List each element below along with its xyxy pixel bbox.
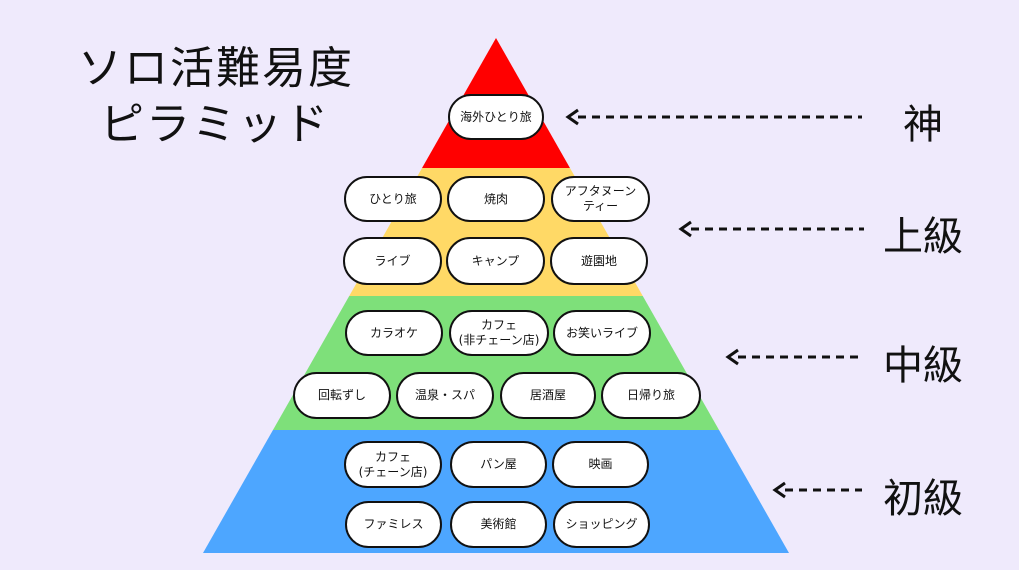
arrow-head-icon [725, 348, 739, 366]
activity-pill: 焼肉 [447, 176, 545, 222]
activity-pill: 遊園地 [550, 237, 648, 285]
activity-pill: 映画 [552, 441, 649, 488]
activity-pill: 温泉・スパ [396, 372, 494, 419]
arrow-head-icon [772, 481, 786, 499]
title-line-1: ソロ活難易度 [78, 43, 354, 94]
activity-pill: お笑いライブ [553, 310, 651, 356]
activity-pill: 美術館 [450, 501, 547, 548]
title-line-2: ピラミッド [100, 99, 330, 150]
activity-pill: パン屋 [450, 441, 547, 488]
level-label-god: 神 [903, 102, 943, 148]
arrow-head-icon [678, 220, 692, 238]
activity-pill: キャンプ [446, 237, 545, 285]
activity-pill: アフタヌーン ティー [551, 176, 650, 222]
activity-pill: ひとり旅 [344, 176, 442, 222]
activity-pill: ライブ [343, 237, 442, 285]
arrow-head-icon [565, 108, 579, 126]
activity-pill: 日帰り旅 [601, 372, 701, 419]
level-label-intermediate: 中級 [883, 343, 963, 389]
level-label-beginner: 初級 [883, 476, 963, 522]
activity-pill: 居酒屋 [500, 372, 596, 419]
activity-pill: カフェ (チェーン店) [344, 441, 442, 488]
activity-pill: カラオケ [345, 310, 443, 356]
activity-pill: ショッピング [553, 501, 650, 548]
activity-pill: ファミレス [345, 501, 442, 548]
level-label-advanced: 上級 [883, 214, 963, 260]
activity-pill: 海外ひとり旅 [448, 94, 544, 140]
activity-pill: カフェ (非チェーン店) [449, 310, 549, 356]
activity-pill: 回転ずし [293, 372, 391, 419]
